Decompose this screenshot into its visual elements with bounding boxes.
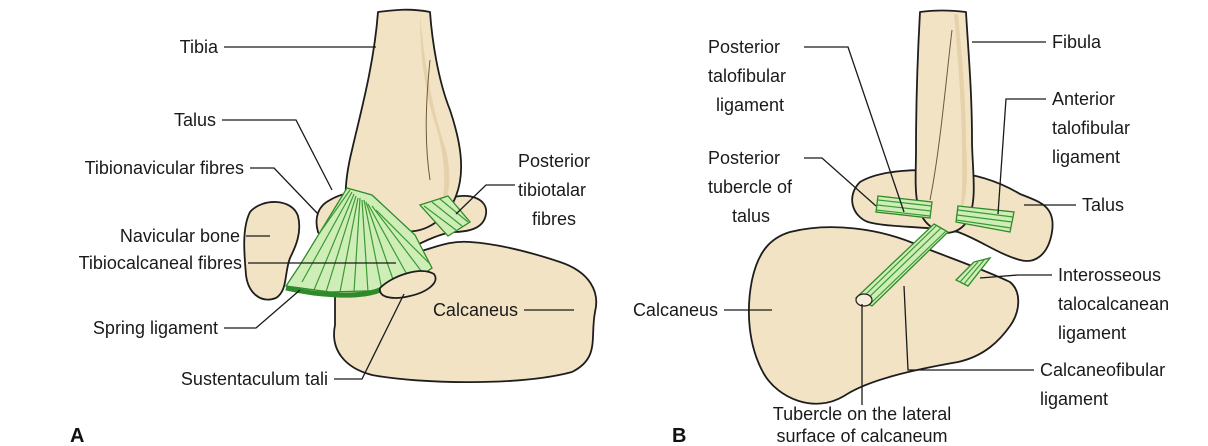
label-talus-b: Talus bbox=[1082, 195, 1124, 215]
label-interosseous-2: talocalcanean bbox=[1058, 294, 1169, 314]
label-post-talofibular-3: ligament bbox=[716, 95, 784, 115]
label-post-tibiotalar-3: fibres bbox=[532, 209, 576, 229]
panel-letter-a: A bbox=[70, 425, 84, 446]
label-post-tubercle-2: tubercle of bbox=[708, 177, 793, 197]
panel-b: Posterior talofibular ligament Posterior… bbox=[633, 11, 1169, 446]
label-navicular: Navicular bone bbox=[120, 226, 240, 246]
label-ant-talofibular-2: talofibular bbox=[1052, 118, 1130, 138]
label-tibia: Tibia bbox=[180, 37, 219, 57]
label-tubercle-1: Tubercle on the lateral bbox=[773, 404, 951, 424]
label-calcaneus: Calcaneus bbox=[433, 300, 518, 320]
label-talus-a: Talus bbox=[174, 110, 216, 130]
label-post-talofibular-1: Posterior bbox=[708, 37, 780, 57]
label-fibula: Fibula bbox=[1052, 32, 1102, 52]
calcaneus-bone-b bbox=[749, 227, 1018, 404]
label-ant-talofibular-1: Anterior bbox=[1052, 89, 1115, 109]
label-calcaneus-b: Calcaneus bbox=[633, 300, 718, 320]
label-post-tubercle-3: talus bbox=[732, 206, 770, 226]
label-calcaneofibular-1: Calcaneofibular bbox=[1040, 360, 1165, 380]
label-tibionavicular: Tibionavicular fibres bbox=[85, 158, 244, 178]
label-tubercle-2: surface of calcaneum bbox=[776, 426, 947, 446]
label-tibiocalcaneal: Tibiocalcaneal fibres bbox=[79, 253, 242, 273]
panel-a: Tibia Talus Tibionavicular fibres Navicu… bbox=[70, 10, 596, 446]
label-spring: Spring ligament bbox=[93, 318, 218, 338]
label-post-tibiotalar-2: tibiotalar bbox=[518, 180, 586, 200]
label-calcaneofibular-2: ligament bbox=[1040, 389, 1108, 409]
panel-letter-b: B bbox=[672, 425, 686, 446]
lateral-tubercle bbox=[856, 294, 872, 306]
label-post-talofibular-2: talofibular bbox=[708, 66, 786, 86]
label-post-tibiotalar-1: Posterior bbox=[518, 151, 590, 171]
label-ant-talofibular-3: ligament bbox=[1052, 147, 1120, 167]
label-sustentaculum: Sustentaculum tali bbox=[181, 369, 328, 389]
label-interosseous-1: Interosseous bbox=[1058, 265, 1161, 285]
label-interosseous-3: ligament bbox=[1058, 323, 1126, 343]
label-post-tubercle-1: Posterior bbox=[708, 148, 780, 168]
